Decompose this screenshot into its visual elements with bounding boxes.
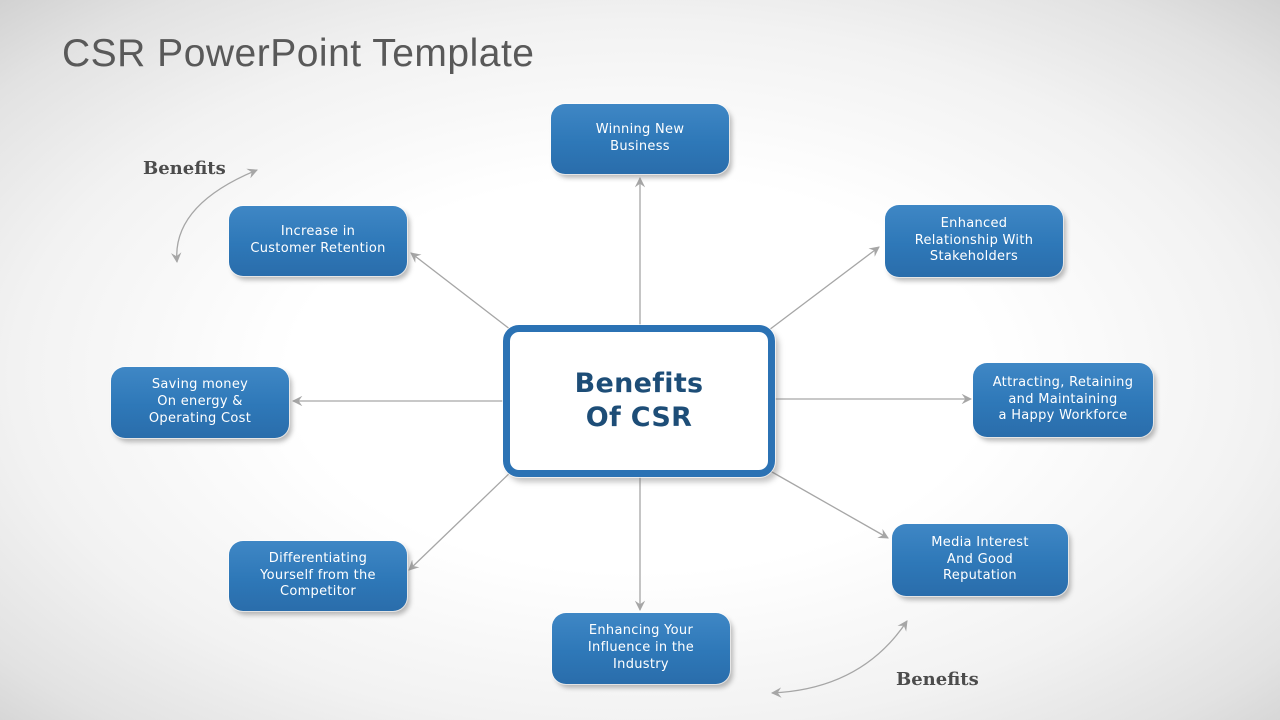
center-node-line1: Benefits <box>574 368 704 400</box>
connector-top-right <box>764 246 880 334</box>
node-attracting-happy-workforce: Attracting, Retaining and Maintaining a … <box>973 363 1153 437</box>
curved-arrow-bottom-right <box>770 620 908 698</box>
connector-bottom-left <box>408 467 516 571</box>
node-media-interest-reputation: Media Interest And Good Reputation <box>892 524 1068 596</box>
node-enhancing-influence-industry: Enhancing Your Influence in the Industry <box>552 613 730 684</box>
node-saving-money-operating-cost: Saving money On energy & Operating Cost <box>111 367 289 438</box>
node-differentiating-from-competitor: Differentiating Yourself from the Compet… <box>229 541 407 611</box>
slide-title: CSR PowerPoint Template <box>62 32 535 75</box>
center-node-line2: Of CSR <box>585 402 693 433</box>
connector-top-left <box>410 252 516 334</box>
benefits-annotation-bottom-right: Benefits <box>896 669 979 690</box>
connector-bottom-right <box>764 467 889 539</box>
node-winning-new-business: Winning New Business <box>551 104 729 174</box>
node-enhanced-relationship-stakeholders: Enhanced Relationship With Stakeholders <box>885 205 1063 277</box>
center-node-benefits-of-csr: Benefits Of CSR <box>503 325 775 477</box>
benefits-annotation-top-left: Benefits <box>143 158 226 179</box>
curved-arrow-top-left <box>171 168 258 264</box>
node-increase-customer-retention: Increase in Customer Retention <box>229 206 407 276</box>
